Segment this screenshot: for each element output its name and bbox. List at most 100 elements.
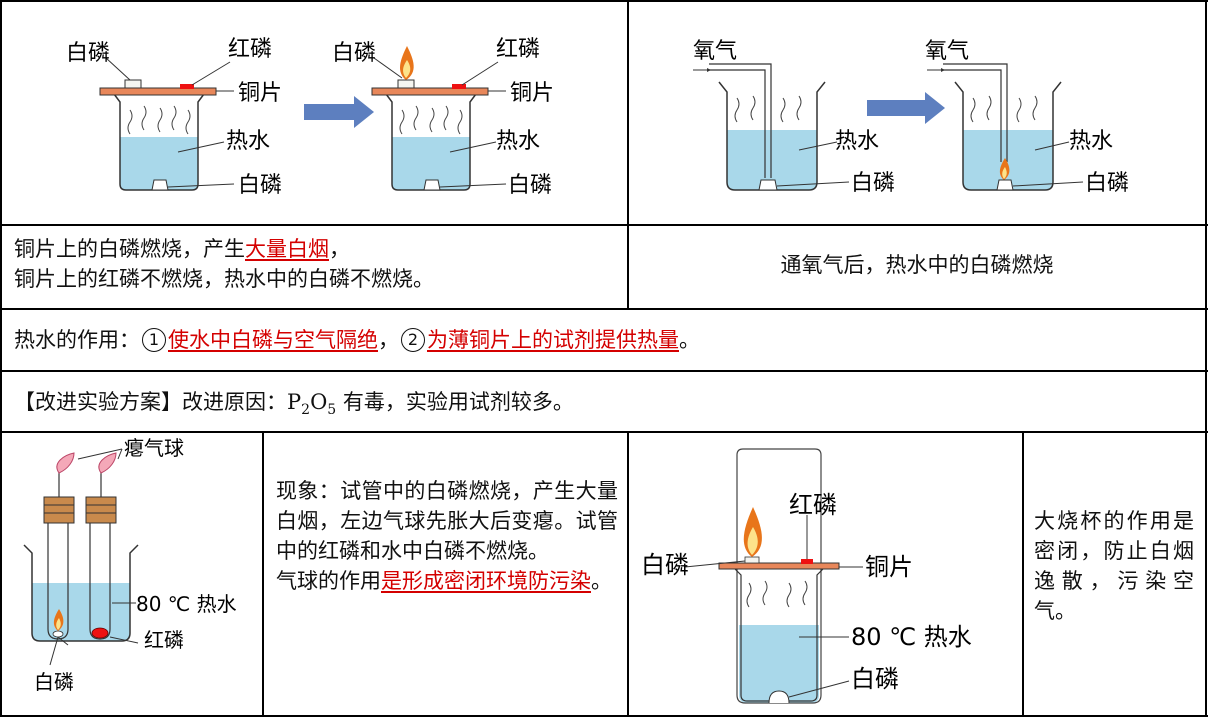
red-p-piece-e — [91, 627, 109, 639]
observation-line-2: 铜片上的红磷不燃烧，热水中的白磷不燃烧。 — [14, 267, 434, 291]
balloon-role-answer: 是形成密闭环境防污染 — [381, 569, 591, 593]
beaker-c: 氧气 热水 白磷 — [693, 39, 895, 196]
table-border-right — [1205, 0, 1207, 717]
phenomenon-text: 现象：试管中的白磷燃烧，产生大量白烟，左边气球先胀大后变瘪。试管中的红磷和水中白… — [276, 479, 618, 563]
role-separator: ， — [378, 328, 399, 352]
col-divider-b1 — [262, 431, 264, 716]
beaker-d: 氧气 热水 白磷 — [925, 39, 1129, 196]
label-hot-water-c: 热水 — [835, 129, 879, 154]
stopper-left — [43, 496, 75, 524]
plan-text-a: 【改进实验方案】改进原因：P — [14, 390, 302, 414]
steam-a — [127, 105, 191, 135]
balloon-role-prefix: 气球的作用 — [276, 569, 381, 593]
balloon-left — [56, 452, 75, 474]
label-red-p-e: 红磷 — [144, 628, 184, 652]
copper-plate-a — [99, 87, 217, 96]
row-divider-3 — [0, 370, 1208, 372]
oxygen-tube-d — [943, 69, 1002, 162]
col-divider-top — [627, 0, 629, 308]
label-red-p-f: 红磷 — [789, 491, 837, 519]
role-prefix: 热水的作用： — [14, 328, 140, 352]
copper-plate-f — [718, 562, 840, 570]
circled-number-1: 1 — [142, 327, 166, 352]
observation-oxygen-cell: 通氧气后，热水中的白磷燃烧 — [780, 253, 1054, 277]
label-white-p-d: 白磷 — [1085, 171, 1129, 196]
beaker-a: 白磷 红磷 铜片 热水 白磷 — [66, 37, 282, 198]
label-white-p-top-b: 白磷 — [332, 41, 376, 66]
label-white-p-top-f: 白磷 — [641, 551, 689, 579]
role-suffix: 。 — [679, 328, 700, 352]
label-red-p-a: 红磷 — [228, 37, 272, 62]
arrow-right-icon — [867, 92, 945, 124]
red-p-piece-a — [180, 84, 194, 89]
arrow-right-icon — [304, 96, 374, 128]
table-border-top — [0, 0, 1208, 2]
obs-prefix: 铜片上的白磷燃烧，产生 — [14, 237, 245, 261]
water-f — [739, 625, 819, 703]
label-white-p-bottom-a: 白磷 — [238, 173, 282, 198]
label-balloon: 瘪气球 — [124, 436, 184, 460]
col-divider-b2 — [627, 431, 629, 716]
phenomenon-cell: 现象：试管中的白磷燃烧，产生大量白烟，左边气球先胀大后变瘪。试管中的红磷和水中白… — [276, 476, 618, 596]
test-tube-right — [89, 523, 111, 640]
red-p-piece-b — [452, 84, 466, 89]
water-b — [392, 137, 470, 190]
label-oxygen-d: 氧气 — [925, 39, 969, 64]
figure-copper-experiment: 白磷 红磷 铜片 热水 白磷 白磷 红磷 铜片 热水 白磷 — [66, 37, 554, 198]
white-p-water-a — [151, 179, 169, 191]
white-p-piece-a — [124, 79, 142, 89]
label-oxygen-c: 氧气 — [693, 39, 737, 64]
row-divider-2 — [0, 308, 1208, 310]
test-tube-left — [47, 523, 69, 640]
label-copper-b: 铜片 — [510, 81, 554, 106]
circled-number-2: 2 — [401, 327, 425, 352]
subscript-2: 2 — [301, 402, 311, 419]
table-border-left — [0, 0, 2, 717]
label-hot-water-f: 80 ℃ 热水 — [851, 623, 972, 651]
label-hot-water-e: 80 ℃ 热水 — [136, 592, 237, 616]
obs-answer-white-smoke: 大量白烟 — [245, 237, 329, 261]
improved-plan-row: 【改进实验方案】改进原因：P2O5 有毒，实验用试剂较多。 — [14, 387, 1194, 425]
label-hot-water-b: 热水 — [496, 129, 540, 154]
label-white-p-e: 白磷 — [34, 670, 74, 694]
label-white-p-bottom-b: 白磷 — [508, 173, 552, 198]
figure-big-beaker: 红磷 白磷 铜片 80 ℃ 热水 白磷 — [641, 448, 972, 704]
copper-plate-b — [371, 87, 489, 96]
row-divider-1 — [0, 224, 1208, 226]
steam-b — [399, 105, 463, 135]
big-beaker-role-cell: 大烧杯的作用是密闭，防止白烟逸散，污染空气。 — [1034, 509, 1194, 623]
col-divider-b3 — [1022, 431, 1024, 716]
obs-suffix: ， — [329, 237, 350, 261]
oxygen-tube-c — [709, 69, 766, 178]
label-white-p-top-a: 白磷 — [66, 41, 110, 66]
water-e — [32, 583, 130, 641]
balloon-role-suffix: 。 — [591, 569, 612, 593]
label-red-p-b: 红磷 — [496, 37, 540, 62]
label-hot-water-a: 热水 — [226, 129, 270, 154]
plan-text-c: 有毒，实验用试剂较多。 — [336, 390, 574, 414]
label-white-p-bottom-f: 白磷 — [851, 665, 899, 693]
row-divider-4 — [0, 431, 1208, 433]
label-hot-water-d: 热水 — [1069, 129, 1113, 154]
big-beaker — [736, 448, 822, 704]
figure-oxygen-experiment: 氧气 热水 白磷 氧气 热水 白磷 — [693, 39, 1129, 196]
water-a — [120, 137, 198, 190]
stopper-right — [85, 496, 117, 524]
beaker-b: 白磷 红磷 铜片 热水 白磷 — [332, 37, 554, 198]
red-p-piece-f — [801, 559, 813, 564]
label-copper-f: 铜片 — [865, 553, 913, 581]
figure-test-tubes-balloons: 瘪气球 80 ℃ 热水 红磷 白磷 — [23, 436, 237, 694]
label-white-p-c: 白磷 — [851, 171, 895, 196]
subscript-5: 5 — [327, 402, 337, 419]
table-border-bottom — [0, 715, 1208, 717]
observation-copper-cell: 铜片上的白磷燃烧，产生大量白烟， 铜片上的红磷不燃烧，热水中的白磷不燃烧。 — [14, 234, 624, 294]
observation-line-1: 铜片上的白磷燃烧，产生大量白烟， — [14, 234, 624, 264]
role-answer-2: 为薄铜片上的试剂提供热量 — [427, 328, 679, 352]
label-copper-a: 铜片 — [238, 81, 282, 106]
role-answer-1: 使水中白磷与空气隔绝 — [168, 328, 378, 352]
balloon-right — [98, 452, 117, 474]
plan-text-b: O — [310, 390, 328, 414]
beaker-e — [23, 544, 139, 642]
